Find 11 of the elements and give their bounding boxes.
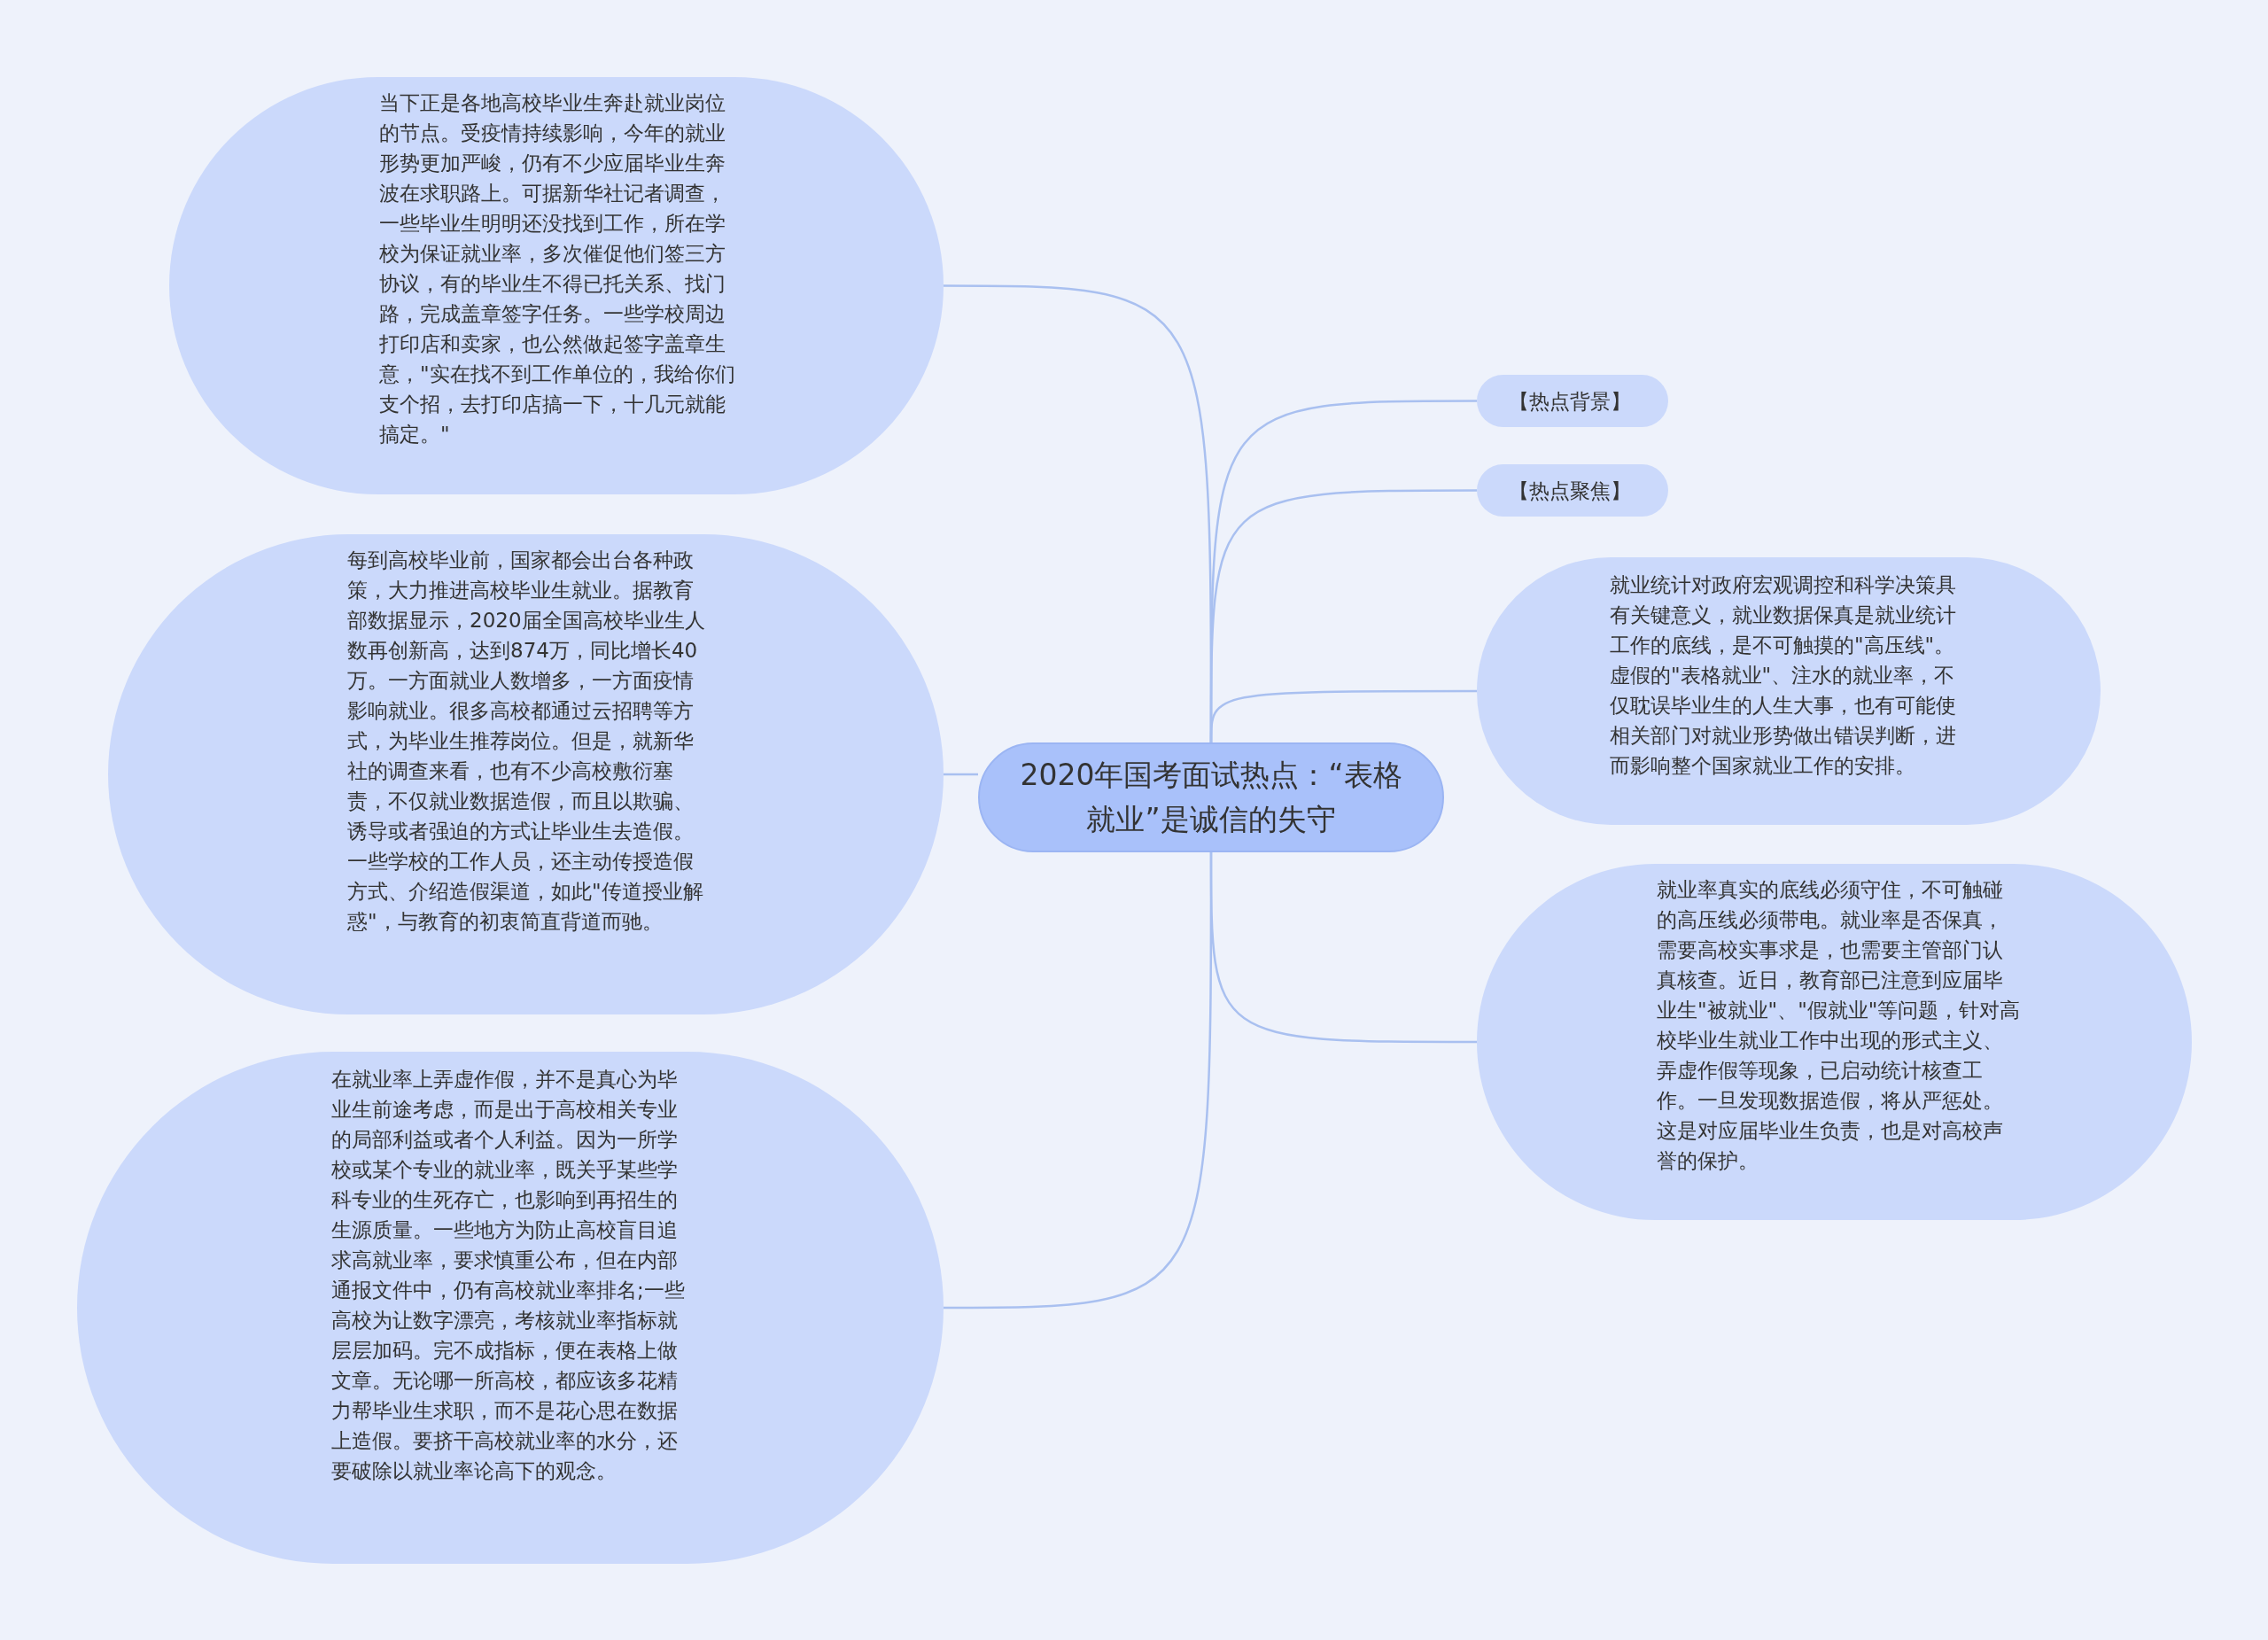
connector-line (1209, 852, 1477, 1044)
title-text: 2020年国考面试热点：“表格就业”是诚信的失守 (1019, 757, 1403, 838)
paragraph-text: 就业统计对政府宏观调控和科学决策具有关键意义，就业数据保真是就业统计工作的底线，是不可触摸的"高压线"。虚假的"表格就业"、注水的就业率，不仅耽误毕业生的人生大事，也有可能使相关部门对就业形势做出错误判断，进而影响整个国家就业工作的安排。 (1610, 572, 1957, 779)
paragraph-text: 每到高校毕业前，国家都会出台各种政策，大力推进高校毕业生就业。据教育部数据显示，2020届全国高校毕业生人数再创新高，达到874万，同比增长40万。一方面就业人数增多，一方面疫情影响就业。很多高校都通过云招聘等方式，为毕业生推荐岗位。但是，就新华社的调查来看，也有不少高校敷衍塞责，不仅就业数据造假，而且以欺骗、诱导或者强迫的方式让毕业生去造假。一些学校的工作人员，还主动传授造假方式、介绍造假渠道，如此"传道授业解惑"，与教育的初衷简直背道而驰。 (347, 548, 706, 935)
heading-text: 【热点聚焦】 (1509, 478, 1631, 504)
paragraph-text: 在就业率上弄虚作假，并不是真心为毕业生前途考虑，而是出于高校相关专业的局部利益或者个人利益。因为一所学校或某个专业的就业率，既关乎某些学科专业的生死存亡，也影响到再招生的生源质量。一些地方为防止高校盲目追求高就业率，要求慎重公布，但在内部通报文件中，仍有高校就业率排名;一些高校为让数字漂亮，考核就业率指标就层层加码。完不成指标，便在表格上做文章。无论哪一所高校，都应该多花精力帮毕业生求职，而不是花心思在数据上造假。要挤干高校就业率的水分，还要破除以就业率论高下的观念。 (331, 1067, 686, 1484)
heading-text: 【热点背景】 (1509, 388, 1631, 415)
paragraph-text: 当下正是各地高校毕业生奔赴就业岗位的节点。受疫情持续影响，今年的就业形势更加严峻，仍有不少应届毕业生奔波在求职路上。可据新华社记者调查，一些毕业生明明还没找到工作，所在学校为保证就业率，多次催促他们签三方协议，有的毕业生不得已托关系、找门路，完成盖章签字任务。一些学校周边打印店和卖家，也公然做起签字盖章生意，"实在找不到工作单位的，我给你们支个招，去打印店搞一下，十几元就能搞定。" (379, 90, 736, 447)
paragraph-text: 就业率真实的底线必须守住，不可触碰的高压线必须带电。就业率是否保真，需要高校实事求是，也需要主管部门认真核查。近日，教育部已注意到应届毕业生"被就业"、"假就业"等问题，针对高校毕业生就业工作中出现的形式主义、弄虚作假等现象，已启动统计核查工作。一旦发现数据造假，将从严惩处。这是对应届毕业生负责，也是对高校声誉的保护。 (1657, 877, 2022, 1174)
connector-line (1209, 689, 1477, 742)
connector-line (944, 773, 978, 776)
